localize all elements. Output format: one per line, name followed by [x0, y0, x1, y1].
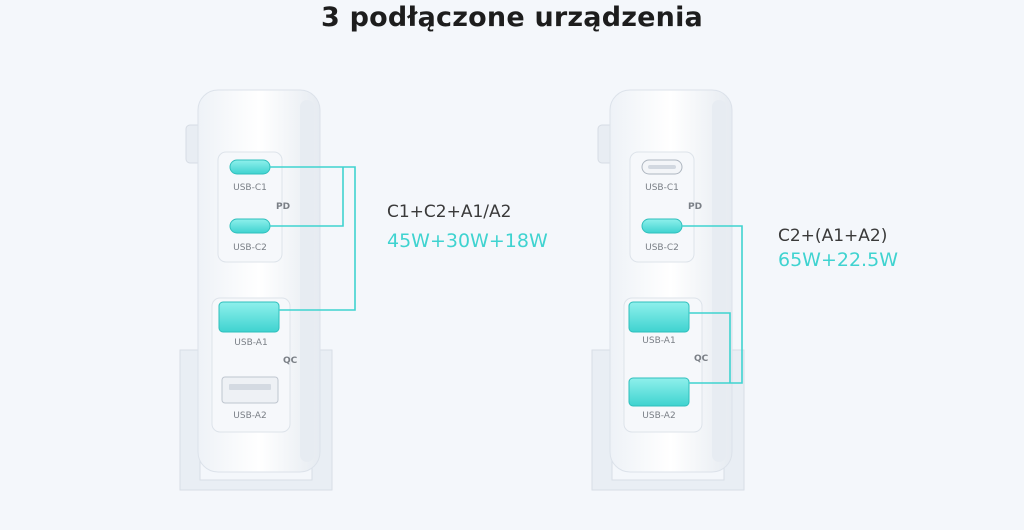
left-usb-c2-label: USB-C2: [233, 243, 267, 253]
right-usb-c2-port: [641, 218, 683, 234]
right-usb-a2-port: [628, 377, 690, 407]
left-pd-label: PD: [276, 202, 291, 212]
right-usb-a1-label: USB-A1: [642, 336, 676, 346]
left-watt-label: 45W+30W+18W: [387, 230, 548, 252]
left-usb-a2-label: USB-A2: [233, 411, 267, 421]
left-usb-a1-port: [218, 301, 280, 333]
right-charger: [591, 89, 745, 491]
right-usb-a2-label: USB-A2: [642, 411, 676, 421]
right-qc-label: QC: [694, 354, 709, 364]
right-watt-label: 65W+22.5W: [778, 249, 898, 271]
right-connector-a1: [689, 312, 731, 383]
left-qc-label: QC: [283, 356, 298, 366]
left-usb-a2-tongue: [229, 384, 271, 390]
left-usb-c1-label: USB-C1: [233, 183, 267, 193]
left-connector-c2: [270, 167, 344, 227]
right-connector-c2-a2: [682, 225, 743, 384]
page-title: 3 podłączone urządzenia: [321, 2, 703, 33]
left-combo-label: C1+C2+A1/A2: [387, 202, 512, 222]
right-usb-a1-port: [628, 301, 690, 333]
right-body-edge: [712, 100, 726, 462]
right-usb-c2-label: USB-C2: [645, 243, 679, 253]
left-usb-a1-label: USB-A1: [234, 338, 268, 348]
right-combo-label: C2+(A1+A2): [778, 226, 888, 246]
left-charger: [179, 89, 356, 491]
right-pd-label: PD: [688, 202, 703, 212]
right-usb-c1-label: USB-C1: [645, 183, 679, 193]
right-usb-c1-tongue: [648, 165, 676, 169]
right-pd-panel: [629, 151, 695, 263]
left-usb-c1-port: [229, 159, 271, 175]
left-pd-panel: [217, 151, 283, 263]
left-body-edge: [300, 100, 314, 462]
left-connector-c1-a1: [270, 166, 356, 311]
left-usb-c2-port: [229, 218, 271, 234]
